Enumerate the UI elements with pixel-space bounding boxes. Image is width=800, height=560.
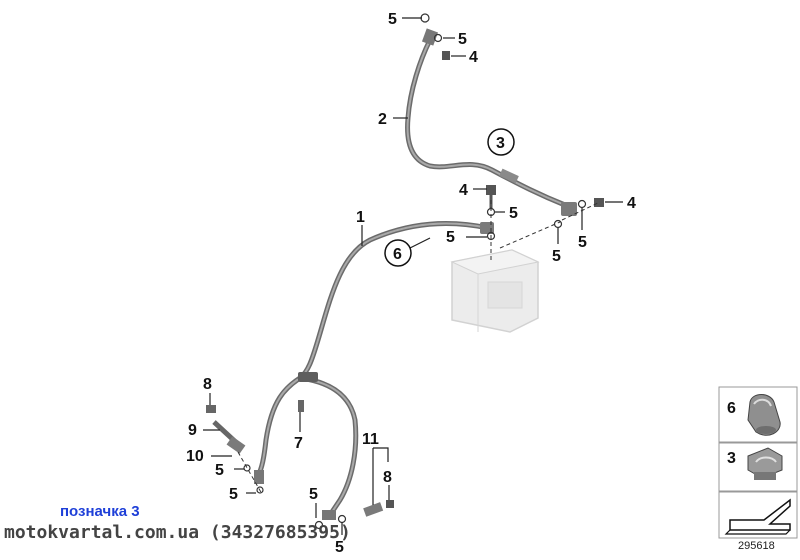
label-10: 10 xyxy=(186,448,204,465)
brake-hose-2 xyxy=(405,28,577,216)
label-6-callout: 6 xyxy=(393,246,402,263)
label-11: 11 xyxy=(362,431,379,448)
legend-box-arrow xyxy=(718,491,798,539)
label-5-top: 5 xyxy=(388,11,397,28)
label-5-abs: 5 xyxy=(446,229,455,246)
part-number-labels: 5 5 4 2 3 4 5 4 1 5 5 5 6 8 9 7 10 5 5 1… xyxy=(186,11,636,556)
diagram-number: 295618 xyxy=(738,540,775,552)
legend-label-3: 3 xyxy=(727,450,736,467)
label-5-left-lower: 5 xyxy=(229,486,238,503)
label-1: 1 xyxy=(356,209,365,226)
label-4-middle: 4 xyxy=(459,182,468,199)
label-5-right-lower: 5 xyxy=(552,248,561,265)
label-2: 2 xyxy=(378,111,387,128)
abs-unit-ghost xyxy=(450,249,540,333)
label-5-middle: 5 xyxy=(509,205,518,222)
label-8-left: 8 xyxy=(203,376,212,393)
direction-arrow-icon xyxy=(724,498,791,535)
callout-circle-6 xyxy=(384,239,412,267)
label-5-left: 5 xyxy=(215,462,224,479)
clip-6-icon xyxy=(747,394,781,436)
fittings xyxy=(206,13,604,530)
watermark-note: позначка 3 xyxy=(60,503,140,520)
label-4-right: 4 xyxy=(627,195,636,212)
label-5-upper: 5 xyxy=(458,31,467,48)
label-5-bottom-lower: 5 xyxy=(335,539,344,556)
label-7: 7 xyxy=(294,435,303,452)
clip-3-icon xyxy=(747,447,783,480)
label-5-right: 5 xyxy=(578,234,587,251)
label-5-bottom: 5 xyxy=(309,486,318,503)
legend-label-6: 6 xyxy=(727,400,736,417)
label-8-right: 8 xyxy=(383,469,392,486)
leader-lines xyxy=(203,17,623,535)
label-9: 9 xyxy=(188,422,197,439)
label-3-callout: 3 xyxy=(496,135,505,152)
watermark-site: motokvartal.com.ua (34327685395) xyxy=(4,522,351,543)
assembly-lines xyxy=(237,200,601,495)
legend-panel: 6 3 xyxy=(718,386,798,539)
callout-circle-3 xyxy=(487,128,515,156)
label-4-upper: 4 xyxy=(469,49,478,66)
